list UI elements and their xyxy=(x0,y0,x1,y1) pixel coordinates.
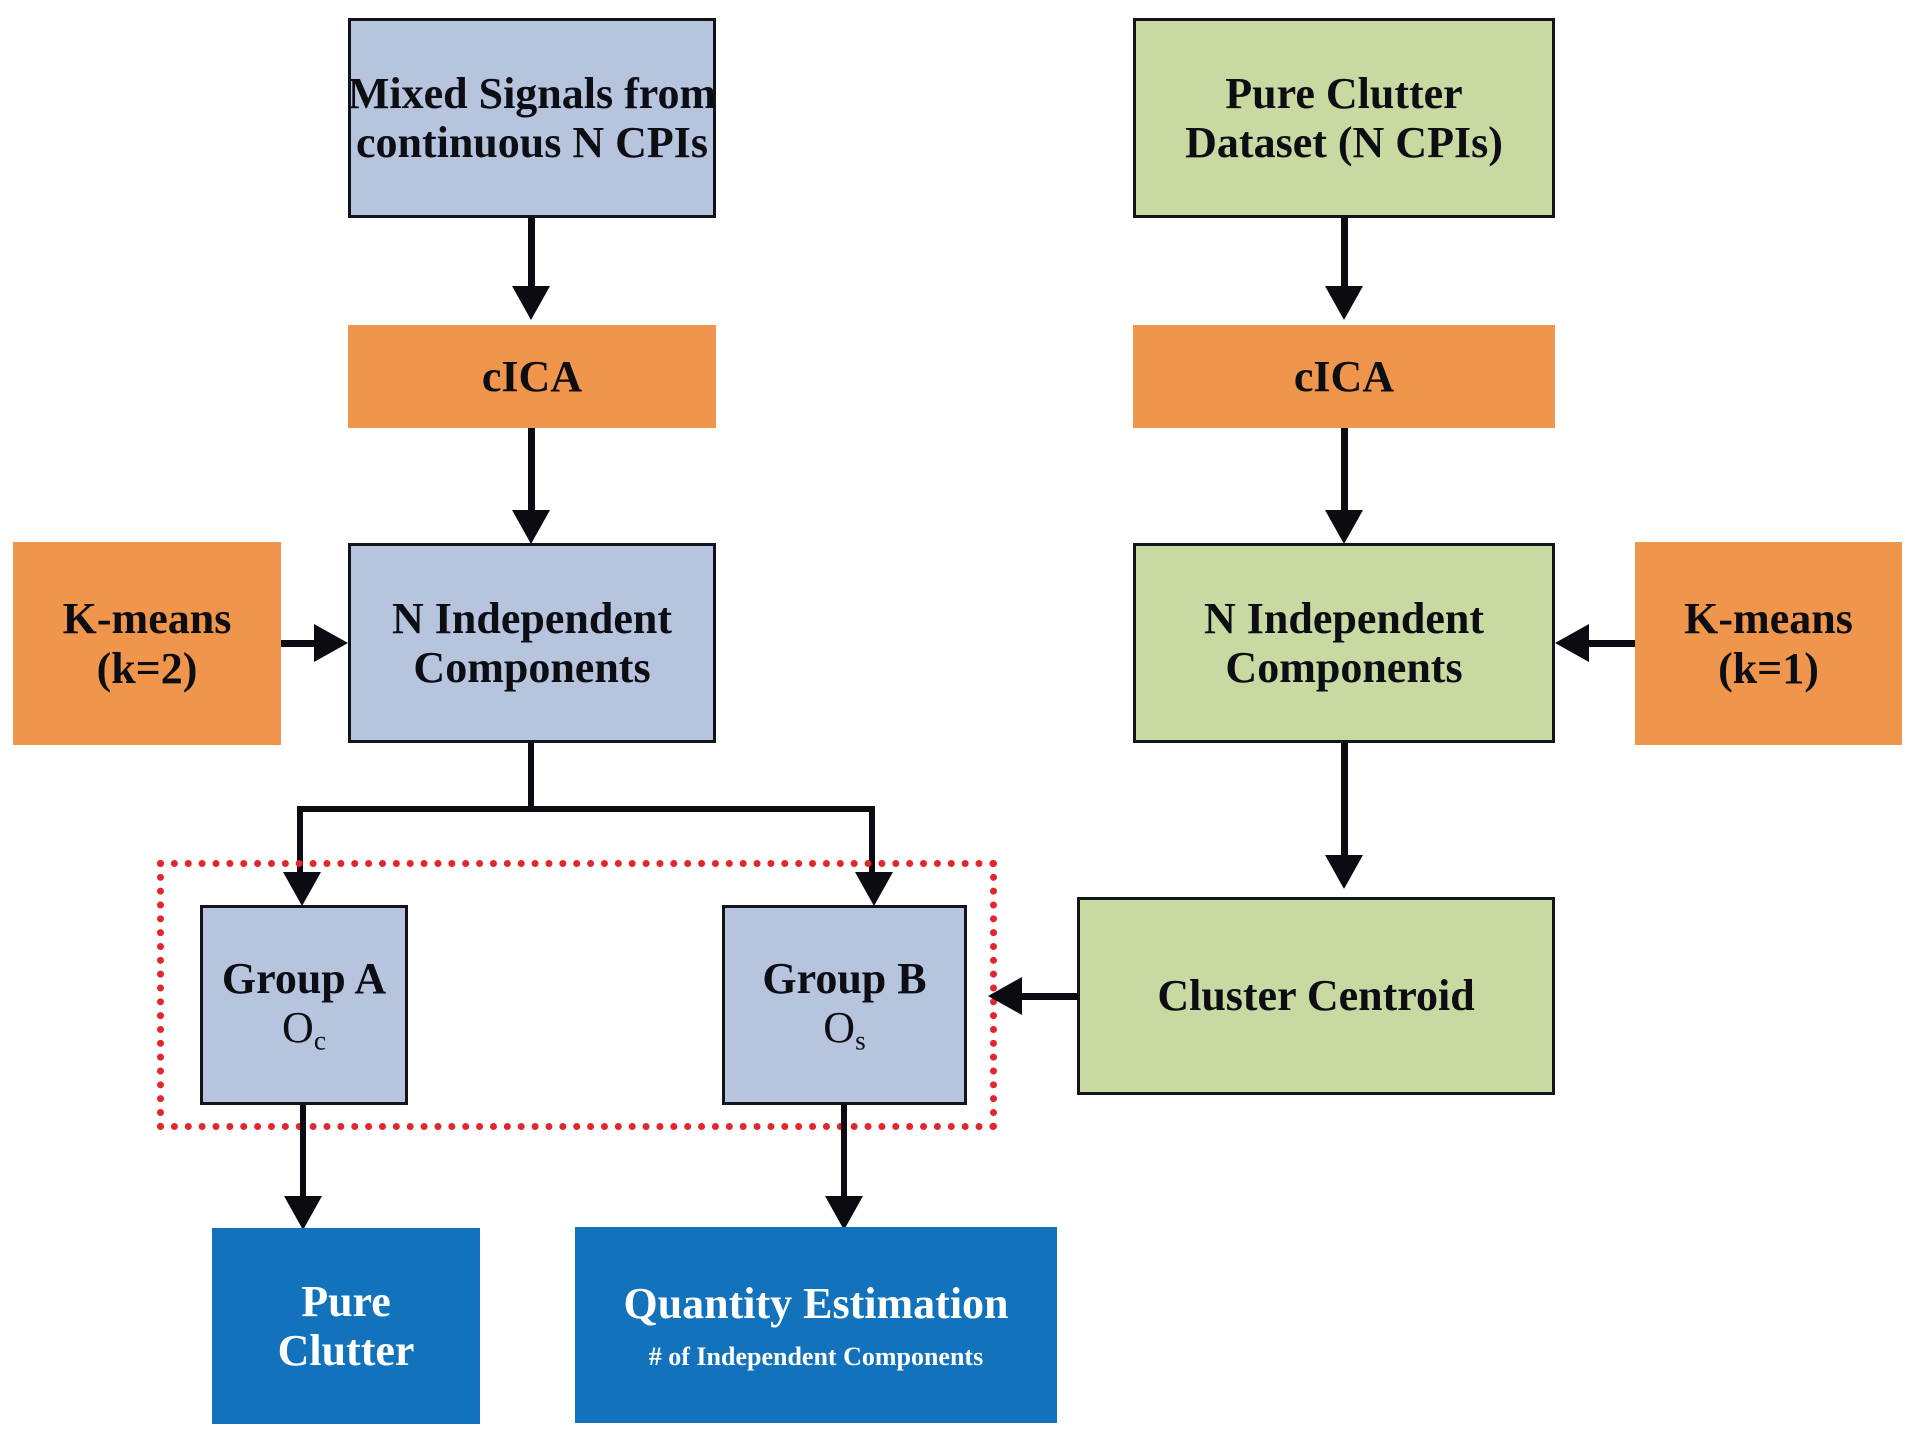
node-kmeans-right-line2: (k=1) xyxy=(1718,643,1819,693)
edge-cica-to-components-right xyxy=(1341,428,1348,516)
node-cica-right: cICA xyxy=(1133,325,1555,428)
edge-split-to-group-b xyxy=(869,806,875,878)
node-group-b-label: Group B xyxy=(762,953,927,1003)
node-cluster-centroid: Cluster Centroid xyxy=(1077,897,1555,1095)
node-group-a-label: Group A xyxy=(221,953,387,1003)
node-cica-left: cICA xyxy=(348,325,716,428)
edge-split-to-group-a xyxy=(297,806,303,878)
arrowhead-cica-to-components-right xyxy=(1325,510,1363,544)
node-pure-clutter-output-line2: Clutter xyxy=(277,1326,415,1375)
edge-group-b-to-quantity xyxy=(841,1105,847,1215)
node-group-b-subscript: s xyxy=(855,1025,866,1056)
arrowhead-kmeans-to-components-right xyxy=(1555,624,1589,662)
edge-group-a-to-pure-clutter xyxy=(300,1105,306,1215)
node-kmeans-left-line2: (k=2) xyxy=(96,643,198,693)
node-group-a-symbol: Oc xyxy=(282,1003,326,1056)
node-kmeans-right: K-means (k=1) xyxy=(1635,542,1902,745)
node-mixed-signals: Mixed Signals from continuous N CPIs xyxy=(348,18,716,218)
node-components-right: N Independent Components xyxy=(1133,543,1555,743)
edge-dataset-to-cica-right xyxy=(1341,218,1348,290)
node-group-a-subscript: c xyxy=(313,1025,326,1056)
node-pure-clutter-dataset-line1: Pure Clutter xyxy=(1225,68,1463,118)
node-quantity-estimation-subtitle: # of Independent Components xyxy=(648,1342,984,1372)
arrowhead-mixed-to-cica xyxy=(512,286,550,320)
node-components-right-line1: N Independent xyxy=(1204,593,1484,643)
node-components-left: N Independent Components xyxy=(348,543,716,743)
node-components-right-line2: Components xyxy=(1225,643,1463,692)
edge-kmeans-to-components-left xyxy=(281,640,323,647)
node-group-b-symbol: Os xyxy=(823,1003,866,1056)
node-cluster-centroid-label: Cluster Centroid xyxy=(1157,971,1475,1021)
node-cica-left-label: cICA xyxy=(481,351,583,401)
node-components-left-line2: Components xyxy=(413,643,651,692)
arrowhead-split-to-group-b xyxy=(855,872,893,906)
node-pure-clutter-output-line1: Pure xyxy=(301,1276,391,1326)
node-cica-right-label: cICA xyxy=(1293,351,1395,401)
edge-cica-to-components-left xyxy=(528,428,535,516)
edge-centroid-to-group-b xyxy=(1022,993,1078,1000)
edge-components-to-centroid xyxy=(1341,743,1348,861)
arrowhead-centroid-to-group-b xyxy=(988,977,1022,1015)
arrowhead-kmeans-to-components-left xyxy=(314,624,348,662)
node-pure-clutter-dataset: Pure Clutter Dataset (N CPIs) xyxy=(1133,18,1555,218)
node-quantity-estimation-title: Quantity Estimation xyxy=(623,1278,1009,1328)
edge-components-split-stem xyxy=(528,743,534,811)
node-components-left-line1: N Independent xyxy=(392,593,672,643)
node-kmeans-left: K-means (k=2) xyxy=(13,542,281,745)
node-mixed-signals-line1: Mixed Signals from xyxy=(347,68,717,118)
node-kmeans-right-line1: K-means xyxy=(1684,594,1853,644)
arrowhead-cica-to-components-left xyxy=(512,510,550,544)
node-quantity-estimation: Quantity Estimation # of Independent Com… xyxy=(575,1227,1057,1423)
node-pure-clutter-dataset-line2: Dataset (N CPIs) xyxy=(1185,118,1503,167)
node-group-a: Group A Oc xyxy=(200,905,408,1105)
arrowhead-group-a-to-pure-clutter xyxy=(284,1196,322,1230)
arrowhead-dataset-to-cica-right xyxy=(1325,286,1363,320)
edge-kmeans-to-components-right xyxy=(1589,640,1635,647)
node-mixed-signals-line2: continuous N CPIs xyxy=(355,118,709,167)
arrowhead-group-b-to-quantity xyxy=(825,1196,863,1230)
node-group-b: Group B Os xyxy=(722,905,967,1105)
arrowhead-split-to-group-a xyxy=(283,872,321,906)
edge-components-split-bus xyxy=(297,806,875,812)
node-kmeans-left-line1: K-means xyxy=(62,594,232,644)
edge-mixed-to-cica xyxy=(528,218,535,290)
arrowhead-components-to-centroid xyxy=(1325,855,1363,889)
node-pure-clutter-output: Pure Clutter xyxy=(212,1228,480,1424)
